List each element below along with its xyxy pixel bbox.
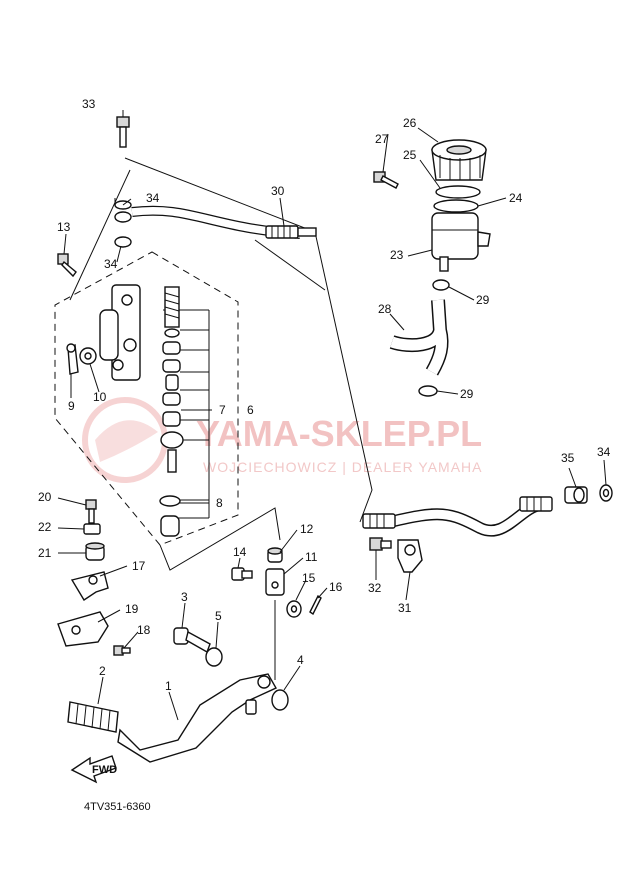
fwd-label: FWD	[92, 764, 117, 776]
reservoir-tank-23	[431, 212, 491, 272]
callout-14: 14	[233, 545, 247, 559]
callout-22: 22	[38, 520, 52, 534]
brake-pedal-1	[117, 673, 277, 763]
watermark-brand: YAMA-SKLEP.PL	[196, 413, 482, 454]
washer-4	[271, 689, 289, 711]
screw-27	[373, 171, 399, 189]
joint-10	[79, 347, 97, 365]
pin-16	[309, 594, 322, 616]
bolt-33	[116, 116, 130, 148]
callout-3: 3	[181, 590, 188, 604]
callout-20: 20	[38, 490, 52, 504]
callout-5: 5	[215, 609, 222, 623]
callout-17: 17	[132, 559, 146, 573]
cotter-pin-9	[66, 343, 79, 375]
callout-2: 2	[99, 664, 106, 678]
bolt-18	[113, 645, 131, 656]
callout-15: 15	[302, 571, 316, 585]
washer-34-top	[114, 200, 132, 248]
callout-4: 4	[297, 653, 304, 667]
callout-7: 7	[219, 403, 226, 417]
callout-19: 19	[125, 602, 139, 616]
callout-30: 30	[271, 184, 285, 198]
union-bolt-35	[564, 486, 588, 504]
callout-23: 23	[390, 248, 404, 262]
cap-26	[431, 139, 487, 181]
callout-16: 16	[329, 580, 343, 594]
callout-26: 26	[403, 116, 417, 130]
callout-29-upper: 29	[476, 293, 490, 307]
callout-9: 9	[68, 399, 75, 413]
washer-15	[286, 600, 302, 618]
bolt-20	[85, 499, 97, 524]
footrest-rubber-2	[67, 701, 119, 733]
clamp-31	[397, 539, 423, 573]
grommet-21	[85, 542, 105, 561]
bolt-14	[231, 567, 253, 581]
washer-5	[205, 647, 223, 667]
plate-25	[435, 185, 481, 199]
guide-line-hose	[69, 157, 373, 523]
callout-6: 6	[247, 403, 254, 417]
bracket-line-7	[180, 329, 209, 441]
master-cylinder-body	[99, 284, 141, 381]
callout-34-top: 34	[146, 191, 160, 205]
callout-12: 12	[300, 522, 314, 536]
watermark-logo-icon	[82, 397, 168, 483]
bolt-32	[369, 537, 392, 551]
hose-clamp-29-lower	[418, 385, 438, 397]
bolt-3	[173, 627, 211, 654]
brake-hose-lower	[362, 496, 553, 537]
callout-29-lower: 29	[460, 387, 474, 401]
assembly-outline	[54, 251, 239, 546]
hose-clamp-29-upper	[432, 279, 450, 291]
callout-24: 24	[509, 191, 523, 205]
clevis-11	[265, 568, 285, 596]
fwd-arrow-icon: FWD	[70, 755, 117, 784]
callout-28: 28	[378, 302, 392, 316]
callout-25: 25	[403, 148, 417, 162]
brake-hose-30	[131, 205, 317, 239]
diagram-code: 4TV351-6360	[84, 801, 151, 813]
reservoir-hose-28	[389, 299, 449, 376]
nut-12	[267, 547, 283, 563]
callout-11: 11	[305, 550, 318, 564]
collar-22	[83, 523, 101, 535]
callout-27: 27	[375, 132, 389, 146]
callout-18: 18	[137, 623, 151, 637]
callout-33: 33	[82, 97, 96, 111]
callout-13: 13	[57, 220, 71, 234]
callout-8: 8	[216, 496, 223, 510]
callout-32: 32	[368, 581, 382, 595]
guide-line-pedal	[159, 507, 281, 680]
bracket-19	[57, 611, 109, 647]
callout-34-right: 34	[597, 445, 611, 459]
callouts: 1 2 3 4 5 6 7 8 9 10 11 12 13 14 15 16 1…	[38, 97, 611, 693]
bracket-17	[70, 571, 109, 601]
callout-31: 31	[398, 601, 412, 615]
leader-lines	[57, 110, 607, 721]
washer-34-right	[599, 484, 613, 502]
watermark-dealer: WOJCIECHOWICZ | DEALER YAMAHA	[203, 459, 482, 475]
piston-kit-7	[159, 286, 184, 537]
callout-35: 35	[561, 451, 575, 465]
diaphragm-24	[433, 199, 479, 213]
watermark: YAMA-SKLEP.PL WOJCIECHOWICZ | DEALER YAM…	[82, 397, 482, 483]
callout-10: 10	[93, 390, 107, 404]
callout-34-mid: 34	[104, 257, 118, 271]
callout-21: 21	[38, 546, 52, 560]
callout-1: 1	[165, 679, 172, 693]
bolt-13	[57, 253, 77, 278]
